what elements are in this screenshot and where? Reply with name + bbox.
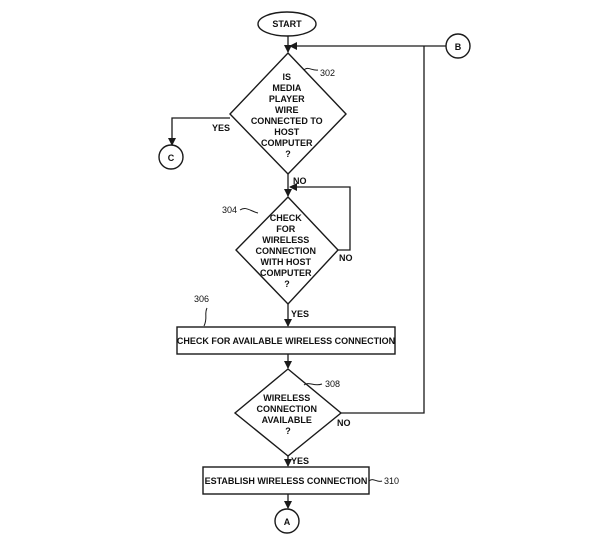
ref-308: 308 xyxy=(303,379,340,389)
edge-label-308-no: NO xyxy=(337,418,351,428)
decision-302-line-5: CONNECTED TO xyxy=(251,116,323,126)
decision-304-line-2: FOR xyxy=(276,224,295,234)
edge-label-308-yes: YES xyxy=(291,456,309,466)
decision-308-line-4: ? xyxy=(285,426,291,436)
decision-308-text: WIRELESS CONNECTION AVAILABLE ? xyxy=(256,393,319,436)
ref-304: 304 xyxy=(222,205,259,215)
decision-304-line-7: ? xyxy=(284,279,290,289)
edge-308-no-loop xyxy=(340,46,425,414)
ref-310-text: 310 xyxy=(384,476,399,486)
process-310-text: ESTABLISH WIRELESS CONNECTION xyxy=(205,476,368,486)
decision-308-line-3: AVAILABLE xyxy=(262,415,312,425)
decision-302-line-4: WIRE xyxy=(275,105,299,115)
connector-c: C xyxy=(158,144,184,170)
connector-b-label: B xyxy=(455,42,462,52)
decision-304-line-1: CHECK xyxy=(270,213,303,223)
ref-306-text: 306 xyxy=(194,294,209,304)
decision-302-line-1: IS xyxy=(282,72,291,82)
decision-304: CHECK FOR WIRELESS CONNECTION WITH HOST … xyxy=(235,195,339,306)
decision-302-line-2: MEDIA xyxy=(272,83,302,93)
ref-310: 310 xyxy=(368,476,399,486)
connector-a-label: A xyxy=(284,517,291,527)
start-terminal: START xyxy=(257,11,317,37)
connector-a: A xyxy=(274,508,300,534)
edge-label-304-yes: YES xyxy=(291,309,309,319)
decision-308-line-1: WIRELESS xyxy=(263,393,310,403)
decision-304-line-6: COMPUTER xyxy=(260,268,312,278)
decision-304-text: CHECK FOR WIRELESS CONNECTION WITH HOST … xyxy=(255,213,318,289)
process-310: ESTABLISH WIRELESS CONNECTION xyxy=(202,466,370,495)
edge-label-302-yes: YES xyxy=(212,123,230,133)
edge-label-304-no: NO xyxy=(339,253,353,263)
ref-302-text: 302 xyxy=(320,68,335,78)
decision-302-line-3: PLAYER xyxy=(269,94,305,104)
decision-304-line-3: WIRELESS xyxy=(262,235,309,245)
process-306-text: CHECK FOR AVAILABLE WIRELESS CONNECTION xyxy=(177,336,395,346)
decision-308: WIRELESS CONNECTION AVAILABLE ? xyxy=(233,368,343,457)
decision-304-line-4: CONNECTION xyxy=(255,246,316,256)
connector-b: B xyxy=(445,33,471,59)
decision-304-line-5: WITH HOST xyxy=(260,257,311,267)
decision-302-line-6: HOST xyxy=(274,127,300,137)
decision-308-line-2: CONNECTION xyxy=(256,404,317,414)
decision-302-line-8: ? xyxy=(285,149,291,159)
ref-302: 302 xyxy=(303,67,335,78)
edge-304-no-loop xyxy=(289,183,351,251)
decision-302: IS MEDIA PLAYER WIRE CONNECTED TO HOST C… xyxy=(229,51,347,176)
ref-308-text: 308 xyxy=(325,379,340,389)
ref-306: 306 xyxy=(194,294,209,327)
decision-302-line-7: COMPUTER xyxy=(261,138,313,148)
connector-c-label: C xyxy=(168,153,175,163)
start-label: START xyxy=(272,19,302,29)
process-306: CHECK FOR AVAILABLE WIRELESS CONNECTION xyxy=(176,326,396,355)
edge-label-302-no: NO xyxy=(293,176,307,186)
edge-302-yes-to-c xyxy=(168,117,230,146)
ref-304-text: 304 xyxy=(222,205,237,215)
decision-302-text: IS MEDIA PLAYER WIRE CONNECTED TO HOST C… xyxy=(251,72,325,159)
